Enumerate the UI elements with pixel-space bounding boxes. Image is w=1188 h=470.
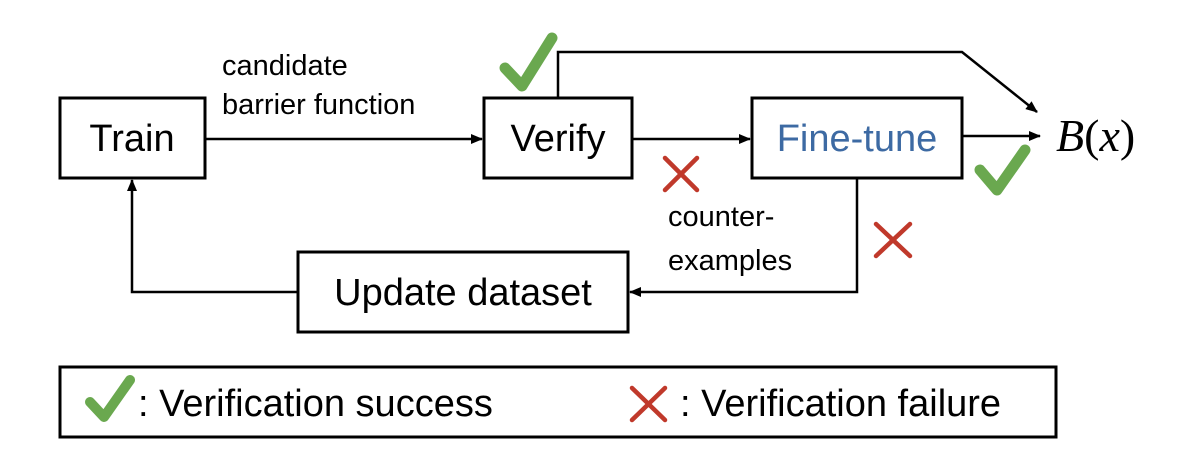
update-dataset-label: Update dataset: [334, 272, 592, 314]
output-open-paren: (: [1084, 110, 1099, 161]
legend-failure-label: : Verification failure: [680, 383, 1001, 425]
checkmark-icon: [499, 32, 558, 92]
verify-to-output-arrow: [556, 50, 1038, 113]
checkmark-icon: [85, 375, 135, 422]
finetune-to-update-arrow: [629, 178, 859, 297]
output-close-paren: ): [1120, 110, 1135, 161]
finetune-node: Fine-tune: [750, 96, 964, 180]
output-symbol: B: [1056, 110, 1084, 161]
svg-text:B(x): B(x): [1056, 110, 1135, 161]
edge-label-counter: counter-: [668, 201, 774, 233]
legend: : Verification success : Verification fa…: [58, 365, 1058, 439]
cross-icon: [662, 155, 700, 193]
cross-icon: [873, 221, 913, 259]
cross-icon: [629, 385, 668, 423]
legend-success-label: : Verification success: [138, 383, 493, 425]
verify-label: Verify: [510, 118, 605, 160]
finetune-label: Fine-tune: [777, 118, 938, 160]
output-variable: x: [1098, 110, 1120, 161]
update-dataset-node: Update dataset: [296, 250, 630, 334]
train-node: Train: [58, 96, 207, 180]
edge-label-barrier-function: barrier function: [222, 89, 415, 121]
verify-node: Verify: [482, 96, 634, 180]
update-to-train-arrow: [127, 179, 298, 294]
checkmark-icon: [974, 144, 1031, 196]
edge-label-examples: examples: [668, 245, 792, 277]
train-label: Train: [89, 118, 174, 160]
output-bx: B(x): [1056, 110, 1135, 161]
edge-label-candidate: candidate: [222, 50, 348, 82]
